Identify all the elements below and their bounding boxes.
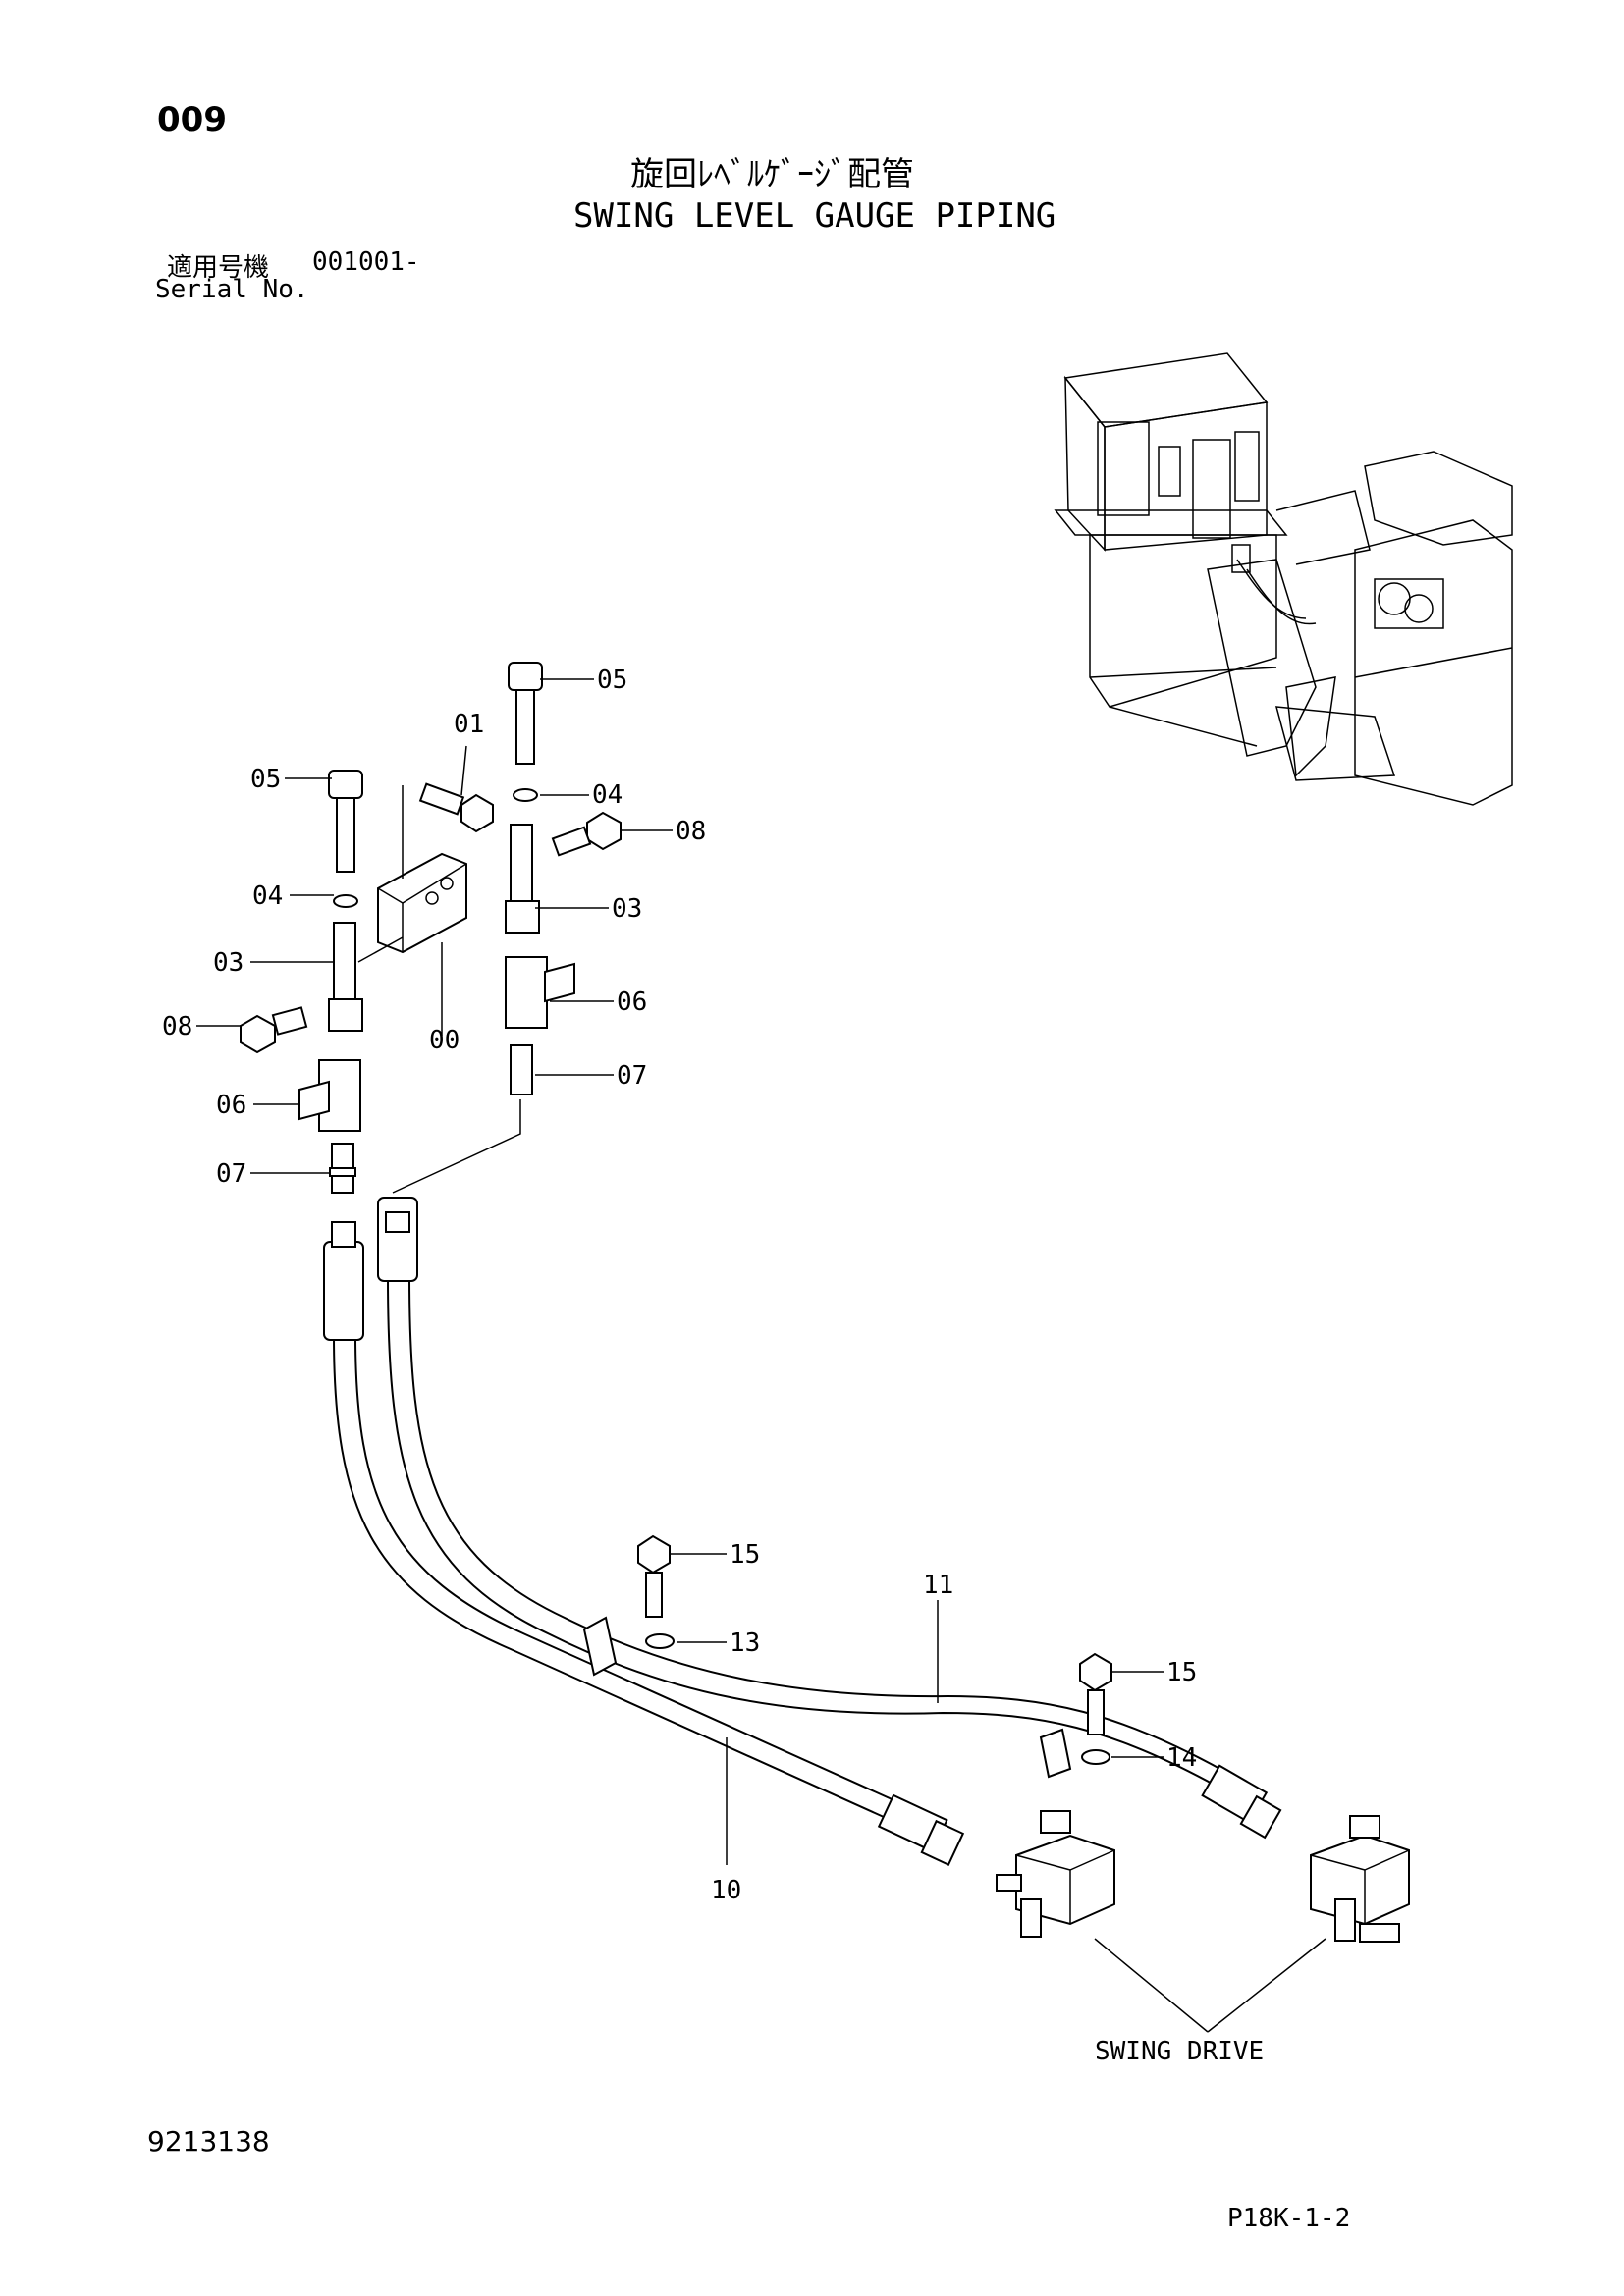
document-number: 9213138 bbox=[147, 2125, 270, 2158]
mounting-bolts bbox=[637, 1534, 1112, 1765]
callout-05: 05 bbox=[250, 765, 281, 794]
callout-leaders bbox=[196, 678, 1164, 1865]
swing-drive-blocks bbox=[996, 1810, 1410, 2033]
right-valve-stack bbox=[505, 662, 622, 1095]
callout-14: 14 bbox=[1166, 1743, 1197, 1773]
callout-03: 03 bbox=[612, 894, 642, 924]
page-code: P18K-1-2 bbox=[1227, 2204, 1351, 2233]
swing-drive-label: SWING DRIVE bbox=[1095, 2037, 1264, 2066]
callout-08: 08 bbox=[676, 817, 706, 846]
callout-11: 11 bbox=[923, 1571, 953, 1600]
page-number: 009 bbox=[157, 100, 227, 139]
bracket-assembly bbox=[357, 782, 494, 1021]
hose-end-fittings bbox=[323, 1197, 1282, 1866]
page-title-english: SWING LEVEL GAUGE PIPING bbox=[573, 196, 1056, 236]
machine-overview-illustration bbox=[1054, 352, 1513, 806]
callout-05: 05 bbox=[597, 666, 627, 695]
serial-label-japanese: 適用号機 bbox=[167, 253, 270, 283]
callout-labels: 05 01 05 04 08 04 03 03 06 08 00 07 06 0… bbox=[162, 666, 1264, 2066]
callout-10: 10 bbox=[711, 1876, 741, 1905]
callout-01: 01 bbox=[454, 710, 484, 739]
page-title-japanese: 旋回ﾚﾍﾞﾙｹﾞｰｼﾞ配管 bbox=[630, 155, 914, 194]
serial-number-value: 001001- bbox=[312, 247, 420, 277]
callout-15: 15 bbox=[1166, 1658, 1197, 1687]
callout-04: 04 bbox=[252, 881, 283, 911]
callout-13: 13 bbox=[730, 1629, 760, 1658]
hose-assembly bbox=[333, 1275, 1226, 1827]
callout-00: 00 bbox=[429, 1026, 460, 1055]
callout-15: 15 bbox=[730, 1540, 760, 1570]
serial-label-english: Serial No. bbox=[155, 275, 309, 304]
callout-06: 06 bbox=[617, 988, 647, 1017]
callout-07: 07 bbox=[617, 1061, 647, 1091]
callout-06: 06 bbox=[216, 1091, 246, 1120]
left-valve-stack bbox=[240, 770, 363, 1194]
callout-04: 04 bbox=[592, 780, 623, 810]
callout-07: 07 bbox=[216, 1159, 246, 1189]
callout-03: 03 bbox=[213, 948, 244, 978]
callout-08: 08 bbox=[162, 1012, 192, 1041]
